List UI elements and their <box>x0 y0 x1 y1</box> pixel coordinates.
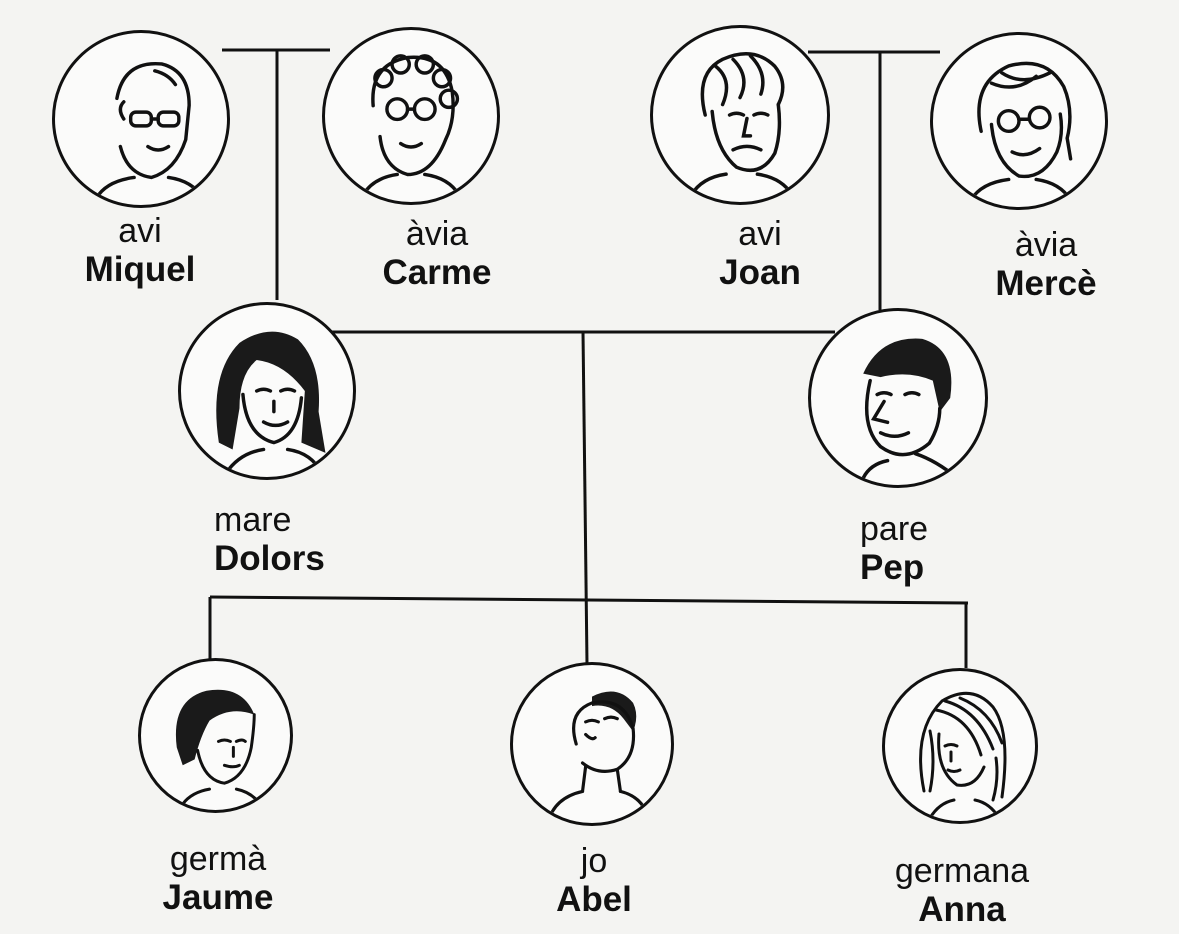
member-role: jo <box>580 842 608 880</box>
sister-long-hair-portrait-icon <box>882 668 1038 824</box>
member-name: Miquel <box>84 250 196 290</box>
bald-grandfather-with-glasses-portrait-icon <box>52 30 230 208</box>
member-role: avi <box>118 212 162 250</box>
dark-haired-father-portrait-icon <box>808 308 988 488</box>
member-name: Jaume <box>162 878 274 918</box>
grey-haired-grandfather-portrait-icon <box>650 25 830 205</box>
dark-haired-mother-portrait-icon <box>178 302 356 480</box>
boy-looking-up-portrait-icon <box>510 662 674 826</box>
member-role: àvia <box>405 215 469 253</box>
member-name: Joan <box>719 253 801 293</box>
member-name: Dolors <box>214 539 325 579</box>
member-name: Carme <box>382 253 492 293</box>
member-role: mare <box>214 501 292 539</box>
member-name: Abel <box>556 880 632 920</box>
member-name: Pep <box>860 548 925 588</box>
connector-children-bar <box>209 595 969 605</box>
brother-with-fringe-portrait-icon <box>138 658 293 813</box>
member-name: Mercè <box>995 264 1097 304</box>
grandmother-with-glasses-portrait-icon <box>930 32 1108 210</box>
member-role: germana <box>894 852 1030 890</box>
member-name: Anna <box>918 890 1006 930</box>
connector-parents-to-children <box>581 331 589 665</box>
member-role: avi <box>738 215 782 253</box>
member-role: germà <box>169 840 267 878</box>
member-role: àvia <box>1014 226 1078 264</box>
member-role: pare <box>860 510 929 548</box>
curly-haired-grandmother-with-glasses-portrait-icon <box>322 27 500 205</box>
